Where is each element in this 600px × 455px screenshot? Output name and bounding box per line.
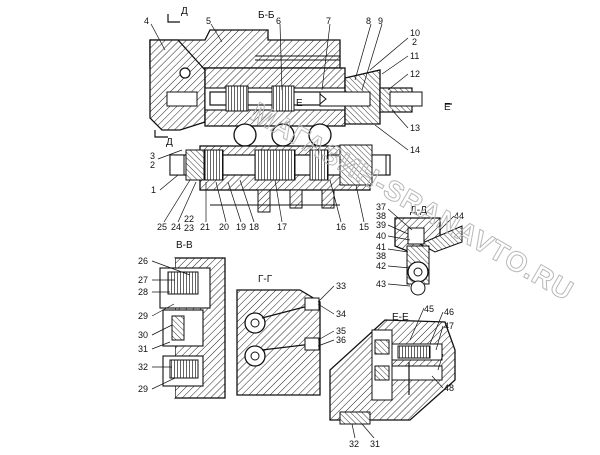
callout-18: 18 [249, 222, 259, 232]
section-title-bb: Б-Б [258, 10, 275, 21]
callouts: 4 5 6 7 8 9 10 2 11 12 13 14 3 2 1 25 24… [138, 16, 464, 449]
callout-19: 19 [236, 222, 246, 232]
callout-3: 3 [150, 151, 155, 161]
callout-11: 11 [410, 51, 419, 61]
callout-22: 22 [184, 214, 194, 224]
callout-17: 17 [277, 222, 287, 232]
callout-24: 24 [171, 222, 181, 232]
callout-47: 47 [444, 321, 454, 331]
callout-33: 33 [336, 281, 346, 291]
cut-mark-d-left: Д [166, 137, 173, 148]
callout-13: 13 [410, 123, 420, 133]
callout-6: 6 [276, 16, 281, 26]
callout-20: 20 [219, 222, 229, 232]
callout-4: 4 [144, 16, 149, 26]
section-title-gg: Г-Г [258, 274, 273, 285]
callout-10: 10 [410, 28, 420, 38]
callout-29-upper: 29 [138, 311, 148, 321]
callout-16: 16 [336, 222, 346, 232]
callout-42: 42 [376, 261, 386, 271]
callout-23: 23 [184, 223, 194, 233]
callout-31-left: 31 [138, 344, 148, 354]
callout-44: 44 [454, 211, 464, 221]
callout-34: 34 [336, 309, 346, 319]
callout-26: 26 [138, 256, 148, 266]
cut-mark-d-top: Д [181, 6, 188, 17]
callout-43: 43 [376, 279, 386, 289]
callout-32-bottom: 32 [349, 439, 359, 449]
callout-46: 46 [444, 307, 454, 317]
callout-32-left: 32 [138, 362, 148, 372]
section-title-ee: Е-Е [392, 312, 409, 323]
callout-15: 15 [359, 222, 369, 232]
section-dd [394, 217, 463, 296]
section-title-dd: Д-Д [410, 205, 427, 216]
cut-mark-e-center: Е [296, 98, 303, 109]
callout-14: 14 [410, 145, 420, 155]
callout-12: 12 [410, 69, 420, 79]
callout-48: 48 [444, 383, 454, 393]
callout-35: 35 [336, 326, 346, 336]
callout-30: 30 [138, 330, 148, 340]
callout-1: 1 [151, 185, 156, 195]
callout-27: 27 [138, 275, 148, 285]
callout-2-left: 2 [150, 160, 155, 170]
callout-31-bottom: 31 [370, 439, 380, 449]
callout-7: 7 [326, 16, 331, 26]
callout-39: 39 [376, 220, 386, 230]
callout-8: 8 [366, 16, 371, 26]
section-vv [150, 257, 226, 399]
callout-28: 28 [138, 287, 148, 297]
section-ee [329, 319, 456, 425]
callout-9: 9 [378, 16, 383, 26]
callout-38-upper: 38 [376, 211, 386, 221]
cut-mark-e-right: Е [444, 102, 451, 113]
section-title-vv: В-В [176, 240, 193, 251]
callout-37: 37 [376, 202, 386, 212]
callout-38-lower: 38 [376, 251, 386, 261]
callout-21: 21 [200, 222, 210, 232]
callout-36: 36 [336, 335, 346, 345]
callout-40: 40 [376, 231, 386, 241]
callout-2-top: 2 [412, 37, 417, 47]
leader-lines [150, 23, 455, 439]
callout-29-lower: 29 [138, 384, 148, 394]
callout-5: 5 [206, 16, 211, 26]
section-gg [236, 289, 321, 396]
callout-41: 41 [376, 242, 386, 252]
callout-45: 45 [424, 304, 434, 314]
callout-25: 25 [157, 222, 167, 232]
main-section-bb [149, 14, 452, 213]
